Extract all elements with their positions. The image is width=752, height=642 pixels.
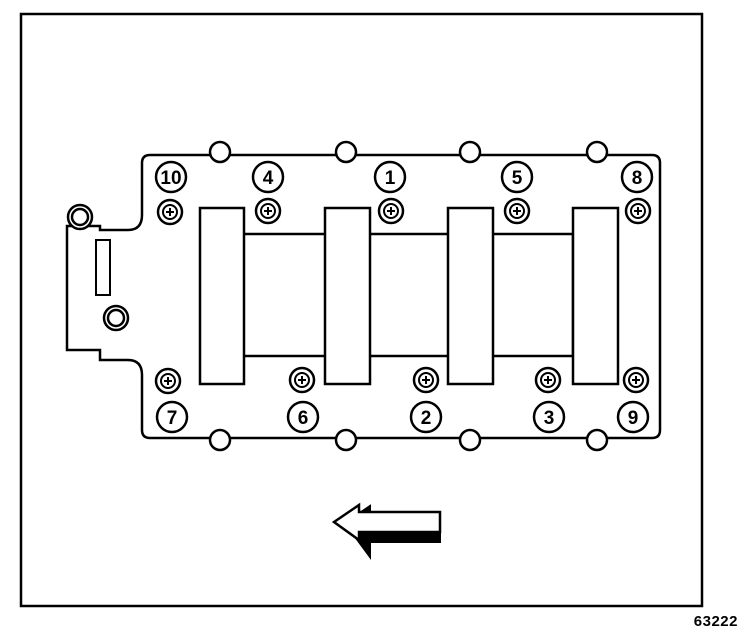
sequence-circle-4 [251,160,285,194]
figure-frame [19,12,704,608]
sequence-number-4: 4 [263,168,274,189]
sequence-circle-5 [500,160,534,194]
bolt-1: 1 [373,160,407,225]
bolt-3: 3 [532,366,566,434]
sequence-circle-1 [373,160,407,194]
sequence-circle-7 [155,400,189,434]
bearing-cap-4 [571,206,620,386]
bearing-cap-2 [323,206,372,386]
bottom-edge-lugs [208,428,609,452]
sequence-number-1: 1 [385,168,396,189]
sequence-circle-9 [616,400,650,434]
sequence-number-6: 6 [298,408,309,429]
direction-arrow [331,502,442,561]
bolts-layer: 1 2 3 4 5 6 7 8 9 10 [154,160,654,434]
bearing-cap-1 [198,206,246,386]
figure-id: 63222 [693,613,738,630]
center-band [241,232,575,358]
sequence-number-10: 10 [160,168,181,189]
bolt-9: 9 [616,366,650,434]
sequence-circle-6 [286,400,320,434]
bolt-10: 10 [154,160,188,226]
left-tab [95,239,111,296]
sequence-number-2: 2 [421,408,432,429]
bolt-6: 6 [286,366,320,434]
bearing-caps [198,206,620,386]
bearing-cap-3 [446,206,495,386]
bolt-8: 8 [620,160,654,225]
sequence-number-5: 5 [512,168,523,189]
bolt-2: 2 [409,366,443,434]
sequence-circle-10 [154,160,188,194]
left-tab-bores [66,203,130,332]
sequence-circle-8 [620,160,654,194]
sequence-number-8: 8 [632,168,643,189]
sequence-number-9: 9 [628,408,639,429]
top-edge-lugs [208,140,609,164]
sequence-number-7: 7 [167,408,178,429]
bolt-5: 5 [500,160,534,225]
bolt-7: 7 [154,367,189,434]
housing-outline [65,153,662,440]
bolt-4: 4 [251,160,285,225]
sequence-circle-3 [532,400,566,434]
sequence-circle-2 [409,400,443,434]
sequence-number-3: 3 [544,408,555,429]
